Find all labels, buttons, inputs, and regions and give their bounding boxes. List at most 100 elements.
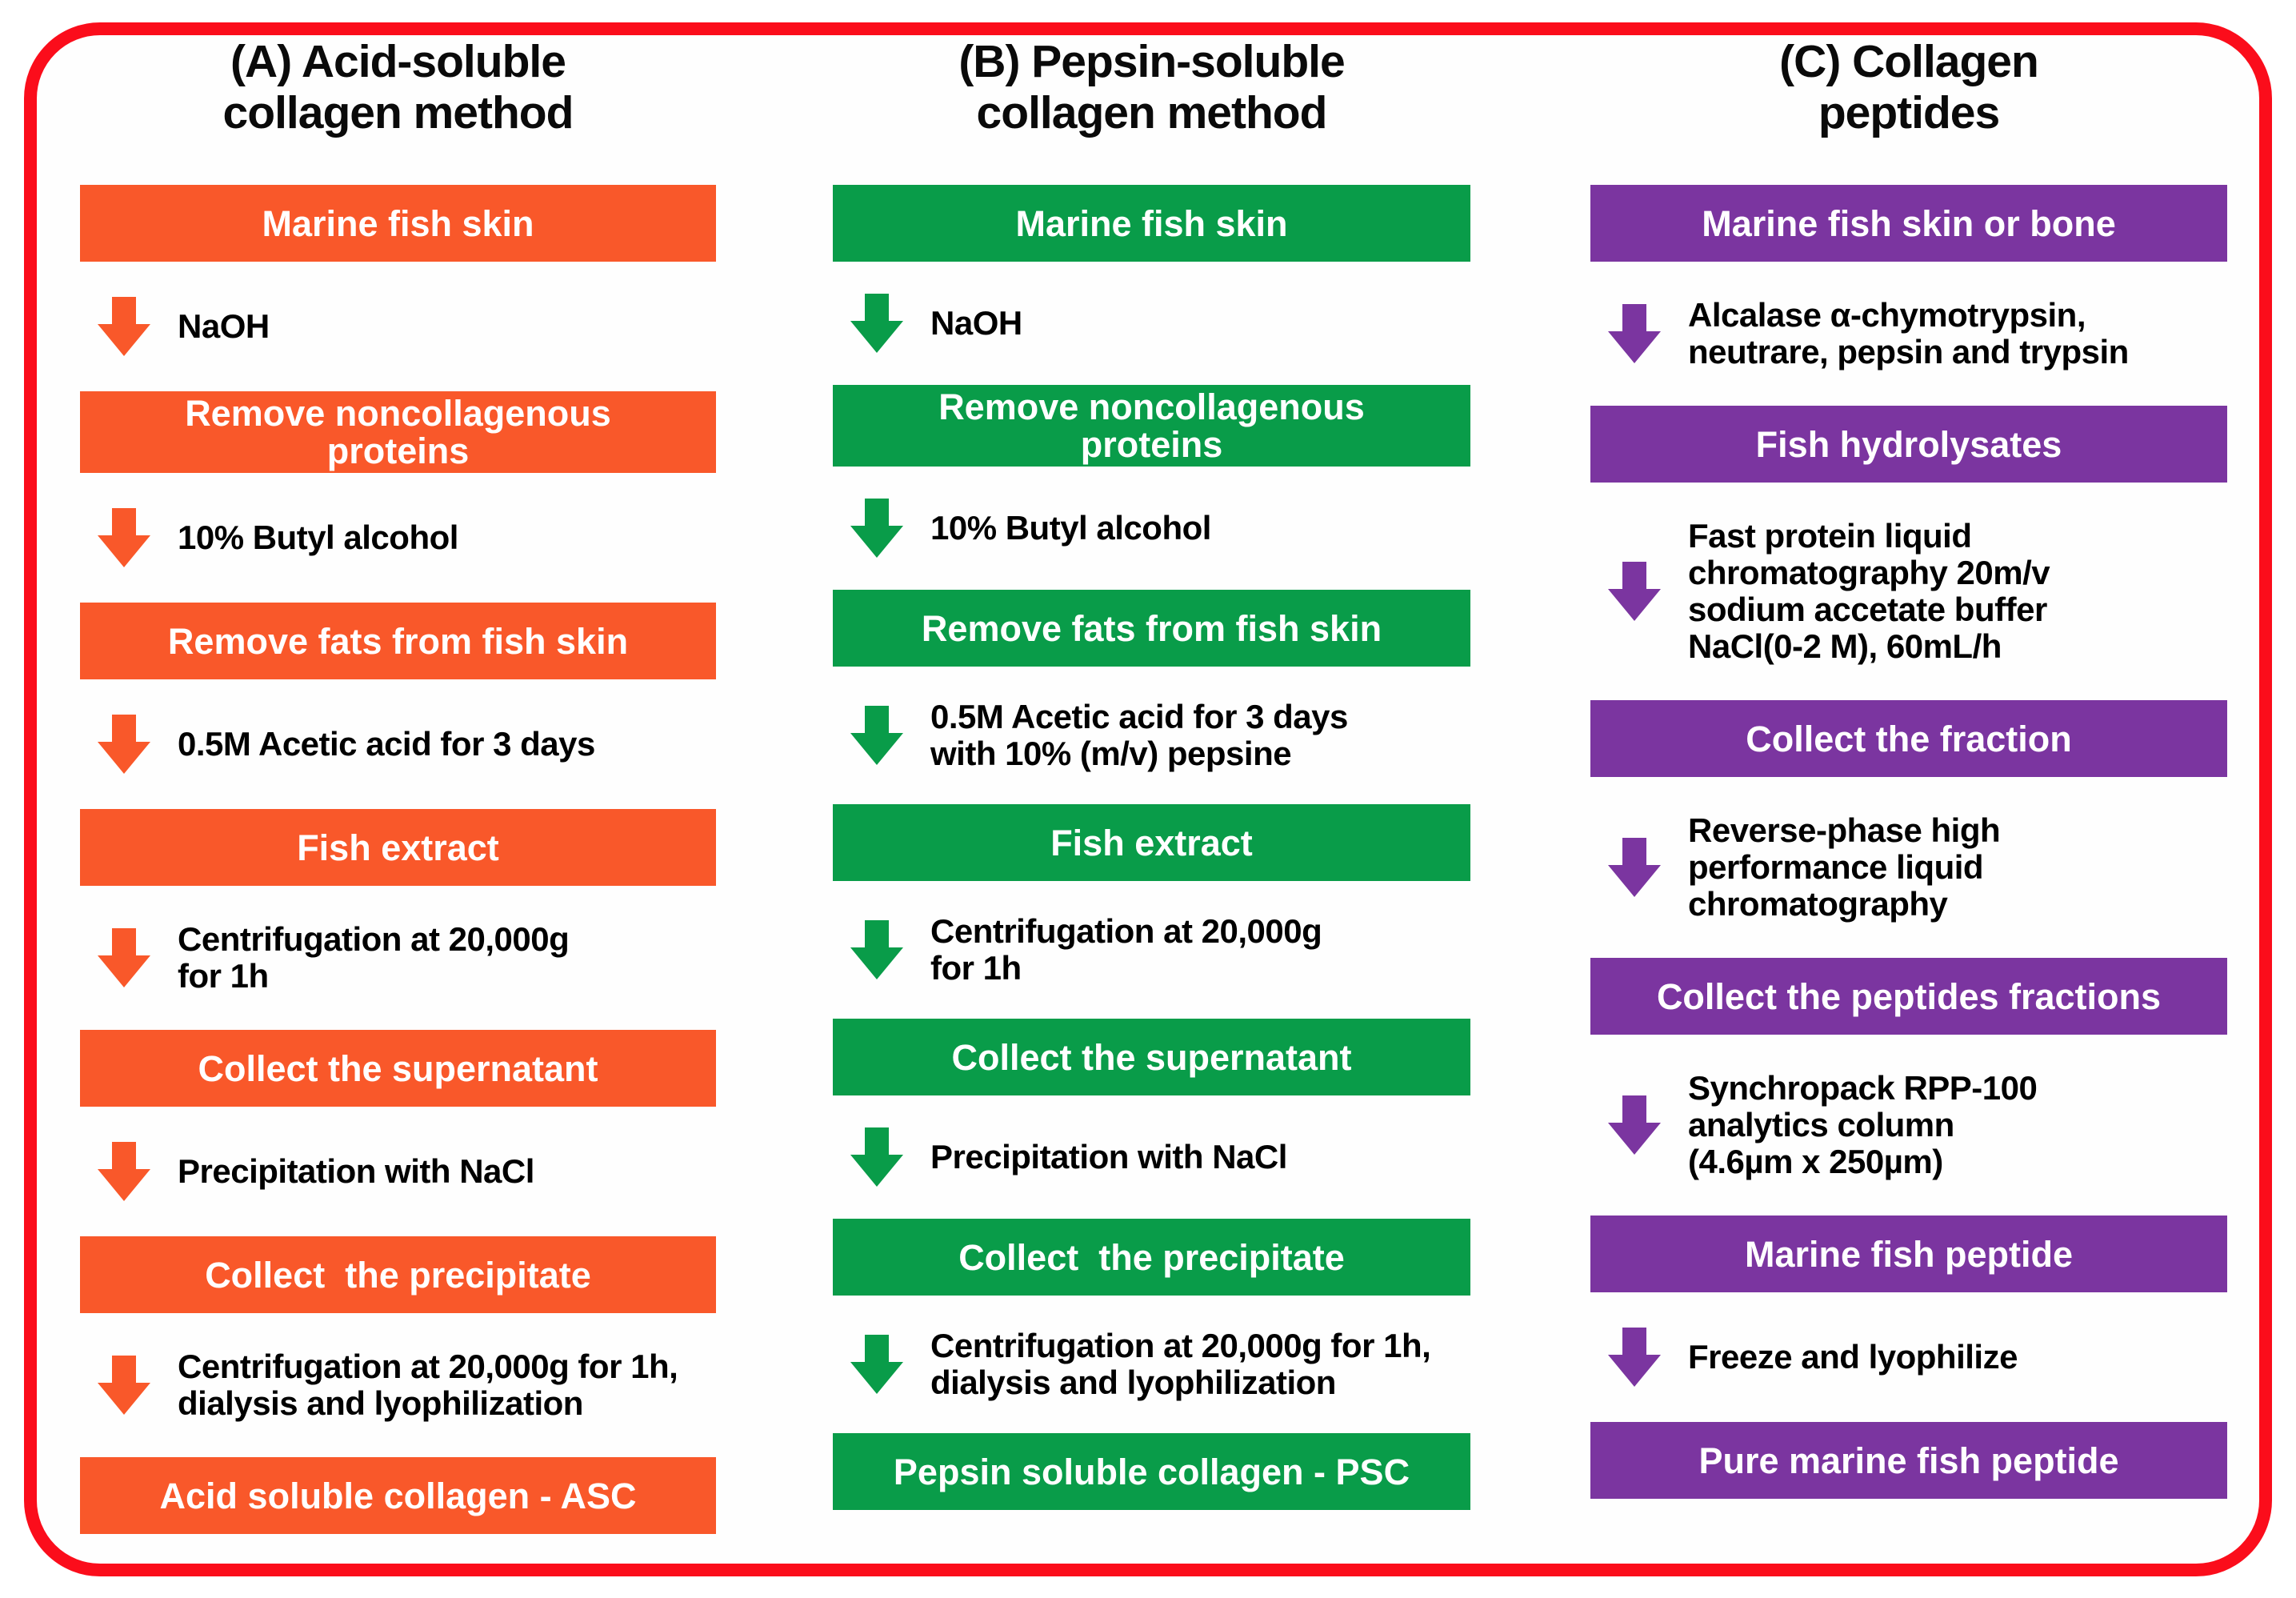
arrow-down-icon bbox=[850, 920, 903, 979]
arrow-down-icon bbox=[1608, 838, 1661, 897]
flow-box: Remove noncollagenous proteins bbox=[80, 391, 716, 473]
arrow-down-icon bbox=[850, 1335, 903, 1394]
arrow-down-icon bbox=[98, 715, 150, 774]
flow-box: Collect the peptides fractions bbox=[1590, 958, 2227, 1035]
flow-box: Collect the precipitate bbox=[80, 1236, 716, 1313]
step-row: 10% Butyl alcohol bbox=[833, 499, 1470, 558]
arrow-down-icon bbox=[98, 1356, 150, 1415]
flow-box: Remove fats from fish skin bbox=[833, 590, 1470, 667]
flow-box-label: Marine fish peptide bbox=[1744, 1233, 2074, 1275]
flow-box-label: Collect the supernatant bbox=[198, 1047, 598, 1089]
step-label: NaOH bbox=[930, 304, 1022, 342]
flow-box-label: Remove fats from fish skin bbox=[921, 607, 1382, 649]
arrow-down-icon bbox=[850, 294, 903, 353]
flow-box-label: Collect the precipitate bbox=[205, 1254, 591, 1296]
flow-box: Pepsin soluble collagen - PSC bbox=[833, 1433, 1470, 1510]
flow-box-label: Collect the peptides fractions bbox=[1656, 975, 2162, 1017]
flow-box-label: Marine fish skin bbox=[1015, 202, 1288, 244]
figure-red-border bbox=[24, 22, 2272, 1576]
step-label: 10% Butyl alcohol bbox=[930, 509, 1211, 547]
step-row: Synchropack RPP-100 analytics column (4.… bbox=[1590, 1070, 2227, 1180]
flow-box-label: Marine fish skin or bone bbox=[1702, 202, 2116, 244]
flow-box-label: Pure marine fish peptide bbox=[1698, 1440, 2119, 1481]
flow-box: Marine fish peptide bbox=[1590, 1216, 2227, 1292]
flow-box-label: Acid soluble collagen - ASC bbox=[159, 1475, 637, 1516]
step-row: Centrifugation at 20,000g for 1h bbox=[833, 913, 1470, 987]
title-line-1: (A) Acid-soluble bbox=[230, 36, 566, 87]
step-row: Precipitation with NaCl bbox=[833, 1127, 1470, 1187]
flow-box-label: Collect the fraction bbox=[1746, 718, 2072, 759]
step-row: 10% Butyl alcohol bbox=[80, 508, 716, 567]
flow-box: Acid soluble collagen - ASC bbox=[80, 1457, 716, 1534]
step-row: Reverse-phase high performance liquid ch… bbox=[1590, 812, 2227, 923]
flow-box: Marine fish skin bbox=[833, 185, 1470, 262]
step-label: Synchropack RPP-100 analytics column (4.… bbox=[1688, 1069, 2038, 1180]
step-label: Centrifugation at 20,000g for 1h, dialys… bbox=[178, 1348, 678, 1422]
step-label: 0.5M Acetic acid for 3 days bbox=[178, 725, 595, 763]
arrow-down-icon bbox=[850, 1127, 903, 1187]
step-label: 0.5M Acetic acid for 3 days with 10% (m/… bbox=[930, 698, 1348, 772]
flow-box: Collect the precipitate bbox=[833, 1219, 1470, 1296]
arrow-down-icon bbox=[850, 499, 903, 558]
step-label: Freeze and lyophilize bbox=[1688, 1338, 2018, 1376]
step-label: 10% Butyl alcohol bbox=[178, 519, 458, 556]
flow-box-label: Remove fats from fish skin bbox=[167, 620, 629, 662]
flow-box-label: Pepsin soluble collagen - PSC bbox=[893, 1451, 1410, 1492]
flow-box: Marine fish skin or bone bbox=[1590, 185, 2227, 262]
step-label: Reverse-phase high performance liquid ch… bbox=[1688, 811, 2001, 923]
flow-box: Remove fats from fish skin bbox=[80, 603, 716, 679]
flow-box: Remove noncollagenous proteins bbox=[833, 385, 1470, 467]
flow-box-label: Marine fish skin bbox=[262, 202, 534, 244]
flow-box: Collect the supernatant bbox=[80, 1030, 716, 1107]
title-line-1: (C) Collagen bbox=[1779, 36, 2039, 87]
step-label: Centrifugation at 20,000g for 1h bbox=[178, 920, 570, 995]
flow-box: Collect the supernatant bbox=[833, 1019, 1470, 1095]
arrow-down-icon bbox=[1608, 304, 1661, 363]
step-row: Fast protein liquid chromatography 20m/v… bbox=[1590, 518, 2227, 665]
arrow-down-icon bbox=[850, 706, 903, 765]
step-label: Centrifugation at 20,000g for 1h bbox=[930, 912, 1322, 987]
flow-box: Collect the fraction bbox=[1590, 700, 2227, 777]
step-row: NaOH bbox=[80, 297, 716, 356]
arrow-down-icon bbox=[98, 297, 150, 356]
step-row: Centrifugation at 20,000g for 1h, dialys… bbox=[80, 1348, 716, 1422]
step-label: Precipitation with NaCl bbox=[930, 1138, 1287, 1175]
arrow-down-icon bbox=[98, 1142, 150, 1201]
step-row: Precipitation with NaCl bbox=[80, 1142, 716, 1201]
flow-box: Fish hydrolysates bbox=[1590, 406, 2227, 483]
step-row: 0.5M Acetic acid for 3 days with 10% (m/… bbox=[833, 699, 1470, 772]
arrow-down-icon bbox=[98, 508, 150, 567]
step-row: 0.5M Acetic acid for 3 days bbox=[80, 715, 716, 774]
flow-box-label: Remove noncollagenous proteins bbox=[938, 386, 1365, 465]
flow-box: Marine fish skin bbox=[80, 185, 716, 262]
step-label: Centrifugation at 20,000g for 1h, dialys… bbox=[930, 1327, 1431, 1401]
arrow-down-icon bbox=[1608, 1095, 1661, 1155]
title-line-2: collagen method bbox=[976, 87, 1328, 138]
flow-box-label: Remove noncollagenous proteins bbox=[185, 393, 611, 471]
flow-box-label: Collect the supernatant bbox=[951, 1036, 1352, 1078]
step-row: Centrifugation at 20,000g for 1h, dialys… bbox=[833, 1328, 1470, 1401]
flow-box: Fish extract bbox=[833, 804, 1470, 881]
flow-box: Fish extract bbox=[80, 809, 716, 886]
arrow-down-icon bbox=[1608, 562, 1661, 621]
step-row: Centrifugation at 20,000g for 1h bbox=[80, 921, 716, 995]
flow-box: Pure marine fish peptide bbox=[1590, 1422, 2227, 1499]
title-line-2: peptides bbox=[1818, 87, 2000, 138]
step-label: Alcalase α-chymotrypsin, neutrare, pepsi… bbox=[1688, 296, 2129, 370]
step-label: Fast protein liquid chromatography 20m/v… bbox=[1688, 517, 2050, 665]
step-label: NaOH bbox=[178, 307, 270, 345]
arrow-down-icon bbox=[98, 928, 150, 987]
flow-box-label: Fish extract bbox=[1050, 822, 1253, 863]
flow-box-label: Fish hydrolysates bbox=[1755, 423, 2062, 465]
step-label: Precipitation with NaCl bbox=[178, 1152, 534, 1190]
flow-box-label: Collect the precipitate bbox=[958, 1236, 1345, 1278]
flow-box-label: Fish extract bbox=[297, 827, 499, 868]
title-line-2: collagen method bbox=[222, 87, 574, 138]
step-row: Freeze and lyophilize bbox=[1590, 1328, 2227, 1387]
